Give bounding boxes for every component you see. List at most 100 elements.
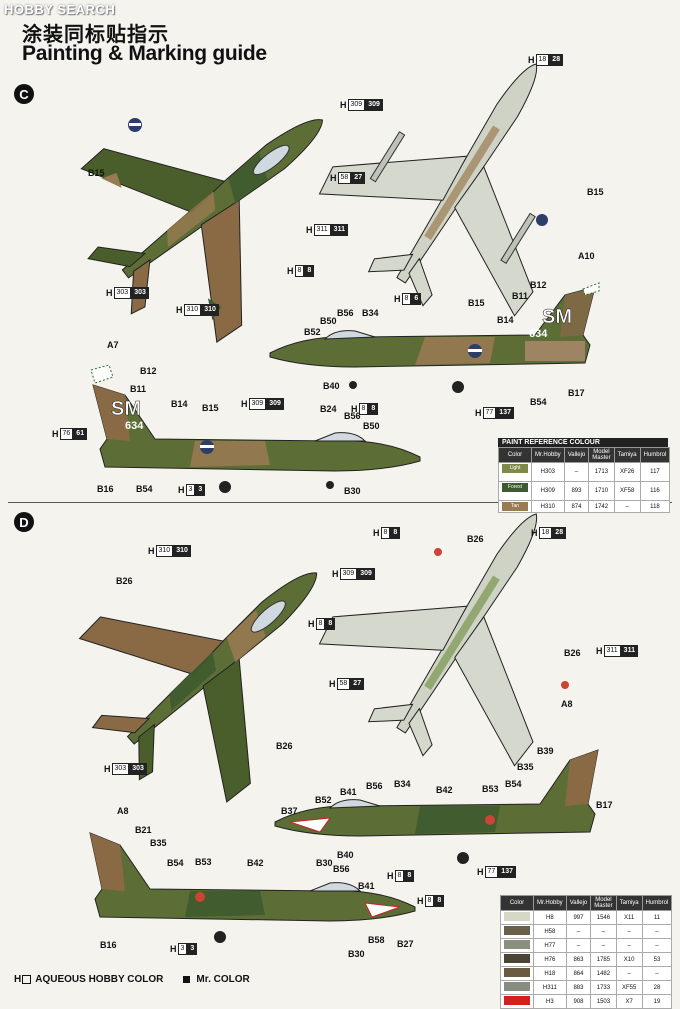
color-swatch xyxy=(504,912,530,921)
table-header: Tamiya xyxy=(615,895,643,911)
color-swatch xyxy=(504,954,530,963)
callout-c-b52: B52 xyxy=(304,327,321,337)
table-row: H58–––– xyxy=(500,924,673,939)
callout-c-b15: B15 xyxy=(468,298,485,308)
callout-c-b30: B30 xyxy=(344,486,361,496)
color-swatch xyxy=(504,996,530,1005)
paint-reference-title: PAINT REFERENCE COLOUR xyxy=(498,438,668,447)
color-swatch xyxy=(504,940,530,949)
callout-d-a8: A8 xyxy=(561,699,573,709)
callout-c-b54: B54 xyxy=(136,484,153,494)
color-swatch: Tan xyxy=(502,502,528,511)
aircraft-bottom-view-c xyxy=(318,63,548,317)
section-divider xyxy=(8,502,672,503)
color-swatch: Forest Green xyxy=(502,483,528,499)
callout-d-b41: B41 xyxy=(340,787,357,797)
callout-d-b56: B56 xyxy=(366,781,383,791)
callout-c-b14: B14 xyxy=(171,399,188,409)
callout-d-b52: B52 xyxy=(315,795,332,805)
table-header: Mr.Hobby xyxy=(533,895,567,911)
tail-code-c-left: SM xyxy=(111,398,141,420)
table-header: Model Master xyxy=(590,895,617,911)
callout-c-b12: B12 xyxy=(140,366,157,376)
callout-d-b42: B42 xyxy=(247,858,264,868)
callout-c-b54: B54 xyxy=(530,397,547,407)
color-swatch xyxy=(504,926,530,935)
page-title: Painting & Marking guide xyxy=(22,42,267,65)
aircraft-side-view-c-left: SM 634 xyxy=(90,364,421,493)
callout-c-b12: B12 xyxy=(530,280,547,290)
callout-c-b24: B24 xyxy=(320,404,337,414)
callout-d-a8: A8 xyxy=(117,806,129,816)
callout-c-b16: B16 xyxy=(97,484,114,494)
table-header: Vallejo xyxy=(563,447,590,463)
callout-c-b56: B56 xyxy=(344,411,361,421)
callout-c-b15: B15 xyxy=(587,187,604,197)
aircraft-top-view-c xyxy=(80,118,323,343)
watermark: HOBBY SEARCH xyxy=(4,2,116,17)
callout-c-b17: B17 xyxy=(568,388,585,398)
callout-d-b16: B16 xyxy=(100,940,117,950)
table-header: Model Master xyxy=(588,447,615,463)
callout-d-b53: B53 xyxy=(195,857,212,867)
callout-d-b21: B21 xyxy=(135,825,152,835)
table-header: Color xyxy=(498,447,532,463)
callout-d-b35: B35 xyxy=(150,838,167,848)
callout-d-b39: B39 xyxy=(537,746,554,756)
callout-d-b53: B53 xyxy=(482,784,499,794)
callout-d-b54: B54 xyxy=(505,779,522,789)
callout-d-b26: B26 xyxy=(116,576,133,586)
callout-c-b15: B15 xyxy=(202,403,219,413)
callout-d-b27: B27 xyxy=(397,939,414,949)
callout-d-b30: B30 xyxy=(316,858,333,868)
callout-d-b26: B26 xyxy=(564,648,581,658)
callout-c-a10: A10 xyxy=(578,251,595,261)
callout-d-b35: B35 xyxy=(517,762,534,772)
table-row: H77–––– xyxy=(500,938,673,953)
aircraft-side-view-d-left xyxy=(89,832,416,943)
callout-d-b54: B54 xyxy=(167,858,184,868)
callout-c-b34: B34 xyxy=(362,308,379,318)
section-badge-c: C xyxy=(14,84,34,104)
callout-d-b37: B37 xyxy=(281,806,298,816)
table-header: Tamiya xyxy=(613,447,641,463)
mr-color-square-icon xyxy=(183,975,191,983)
callout-d-b26: B26 xyxy=(276,741,293,751)
serial-c-left: 634 xyxy=(125,420,144,432)
table-header: Humbrol xyxy=(639,447,671,463)
callout-c-b50: B50 xyxy=(363,421,380,431)
callout-d-b17: B17 xyxy=(596,800,613,810)
callout-c-b14: B14 xyxy=(497,315,514,325)
callout-d-b41: B41 xyxy=(358,881,375,891)
mr-color-legend-label: Mr. COLOR xyxy=(183,974,250,985)
